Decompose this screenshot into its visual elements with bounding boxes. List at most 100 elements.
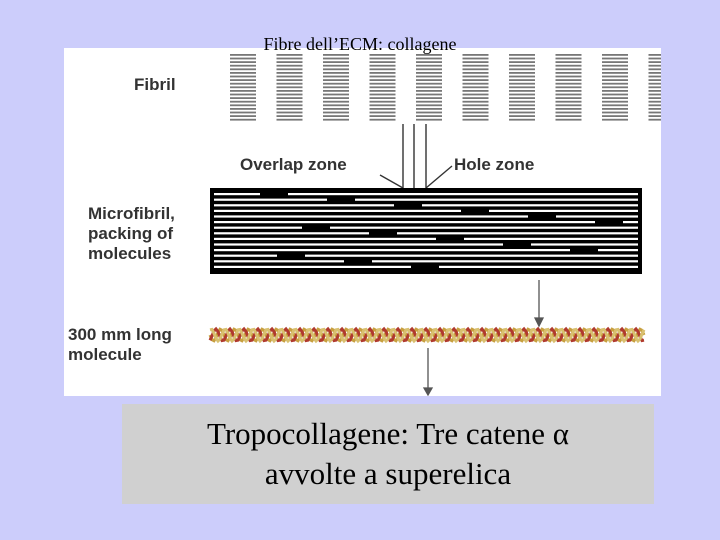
fibril-stripe — [648, 54, 661, 56]
fibril-stripe — [369, 54, 396, 56]
fibril-stripe — [555, 54, 582, 56]
fibril-stripe — [323, 104, 349, 107]
fibril-stripe — [416, 75, 442, 78]
arrow-to-molecule — [533, 280, 545, 328]
fibril-stripe — [648, 97, 661, 99]
label-overlap-zone: Overlap zone — [240, 155, 347, 174]
fibril-stripe — [416, 64, 442, 67]
fibril-stripe — [509, 54, 535, 56]
fibril-stripe — [462, 79, 489, 81]
fibril-stripe — [462, 93, 489, 96]
fibril-stripe — [602, 104, 628, 107]
fibril-stripe — [276, 90, 303, 92]
fibril-stripe — [416, 68, 442, 71]
label-hole-zone: Hole zone — [454, 155, 534, 174]
fibril-stripe — [323, 90, 349, 92]
microfibril-line — [288, 193, 638, 196]
microfibril-line — [214, 209, 461, 212]
fibril-stripe — [369, 100, 396, 103]
fibril-stripe — [555, 118, 582, 121]
fibril-stripe — [648, 61, 661, 63]
fibril-stripe — [509, 118, 535, 121]
fibril-stripe — [276, 57, 303, 60]
fibril-stripe — [416, 108, 442, 110]
fibril-stripe — [648, 104, 661, 107]
microfibril-line — [214, 215, 528, 218]
fibril-stripe — [509, 97, 535, 99]
microfibril-line — [556, 215, 638, 218]
helix-strand — [208, 327, 646, 343]
fibril-stripe — [369, 82, 396, 85]
fibril-stripe — [509, 57, 535, 60]
fibril-stripe — [276, 72, 303, 74]
fibril-stripe — [416, 57, 442, 60]
fibril-stripe — [602, 57, 628, 60]
fibril-stripe — [509, 104, 535, 107]
caption-text: Tropocollagene: Tre catene α avvolte a s… — [207, 414, 569, 494]
fibril-stripe — [323, 115, 349, 117]
fibril-stripe — [323, 118, 349, 121]
fibril-stripe — [369, 57, 396, 60]
fibril-stripe — [416, 54, 442, 56]
fibril-stripe — [648, 68, 661, 71]
fibril-stripe — [230, 54, 256, 56]
microfibril-line — [214, 243, 503, 246]
fibril-stripe — [462, 90, 489, 92]
fibril-stripe — [509, 68, 535, 71]
fibril-stripe — [416, 61, 442, 63]
slide-title: Fibre dell’ECM: collagene — [263, 34, 457, 54]
fibril-stripe — [416, 104, 442, 107]
fibril-stripe — [509, 75, 535, 78]
helix-strand — [209, 327, 646, 344]
fibril-stripe — [648, 86, 661, 89]
fibril-stripe — [323, 111, 349, 114]
fibril-stripe — [276, 100, 303, 103]
fibril-stripe — [416, 79, 442, 81]
zone-pointer-lines — [379, 124, 453, 189]
fibril-stripe — [230, 104, 256, 107]
fibril-stripe — [509, 111, 535, 114]
fibril-stripe — [369, 108, 396, 110]
fibril-stripe — [602, 111, 628, 114]
fibril-stripe — [462, 64, 489, 67]
fibril-stripe — [602, 90, 628, 92]
fibril-stripe — [555, 64, 582, 67]
fibril-stripe — [230, 86, 256, 89]
fibril-stripe — [462, 82, 489, 85]
fibril-stripe — [509, 79, 535, 81]
fibril-stripe — [648, 100, 661, 103]
fibril-stripe — [602, 108, 628, 110]
fibril-stripe — [323, 97, 349, 99]
fibril-stripe — [555, 68, 582, 71]
fibril-stripe — [323, 64, 349, 67]
fibril-stripe — [648, 57, 661, 60]
fibril-stripe — [416, 72, 442, 74]
microfibril-line — [464, 237, 638, 240]
caption-box: Tropocollagene: Tre catene α avvolte a s… — [122, 404, 654, 504]
fibril-stripe — [462, 61, 489, 63]
fibril-stripe — [323, 82, 349, 85]
fibril-stripe — [276, 82, 303, 85]
microfibril-line — [305, 254, 638, 257]
fibril-stripe — [462, 118, 489, 121]
collagen-diagram: Fibril Overlap zone Hole zone Microfibri… — [64, 48, 661, 396]
fibril-stripe — [602, 115, 628, 117]
fibril-stripe — [369, 90, 396, 92]
helix-strand — [208, 326, 645, 343]
label-microfibril-1: Microfibril, — [88, 204, 175, 223]
fibril-stripe — [602, 54, 628, 56]
microfibril-line — [214, 254, 277, 257]
fibril-stripe — [648, 108, 661, 110]
fibril-stripe — [555, 111, 582, 114]
fibril-stripe — [276, 108, 303, 110]
fibril-stripe — [555, 75, 582, 78]
fibril-stripe — [230, 90, 256, 92]
microfibril-line — [623, 221, 638, 224]
caption-line-1: Tropocollagene: Tre catene α — [206, 416, 570, 451]
fibril-stripe — [462, 104, 489, 107]
fibril-stripe — [230, 79, 256, 81]
fibril-stripe — [462, 57, 489, 60]
fibril-stripe — [602, 100, 628, 103]
microfibril-line — [214, 237, 436, 240]
fibril-stripe — [509, 100, 535, 103]
